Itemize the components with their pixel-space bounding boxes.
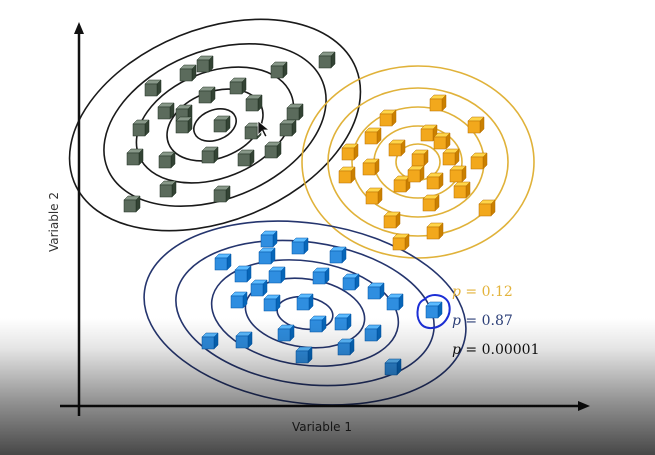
orange-cube: [470, 152, 488, 170]
probability-label-green: p = 0.00001: [452, 342, 540, 358]
green-cube: [237, 149, 255, 167]
p-symbol: p: [452, 313, 461, 329]
probability-value: = 0.12: [461, 284, 513, 300]
blue-cube: [263, 294, 281, 312]
orange-cube: [392, 233, 410, 251]
blue-cube: [296, 293, 314, 311]
blue-cube: [364, 324, 382, 342]
orange-cube: [383, 211, 401, 229]
p-symbol: p: [452, 342, 461, 358]
blue-cube: [234, 265, 252, 283]
orange-cube: [362, 158, 380, 176]
orange-cube: [426, 222, 444, 240]
green-contour-ring: [68, 18, 362, 232]
blue-cube: [235, 331, 253, 349]
green-cube: [264, 141, 282, 159]
contour-rings: [68, 18, 535, 406]
green-cube: [198, 86, 216, 104]
blue-cube: [329, 246, 347, 264]
green-cube: [201, 146, 219, 164]
new-point-cube: [425, 301, 443, 319]
orange-cube: [411, 149, 429, 167]
orange-cube: [453, 181, 471, 199]
green-contour-ring: [103, 42, 327, 208]
orange-cube: [379, 109, 397, 127]
green-cube: [279, 119, 297, 137]
blue-cube: [309, 315, 327, 333]
orange-cube: [364, 127, 382, 145]
x-axis-label: Variable 1: [292, 420, 352, 434]
green-cube: [157, 102, 175, 120]
blue-cube: [312, 267, 330, 285]
green-contour-ring: [193, 108, 237, 142]
blue-cube: [386, 293, 404, 311]
x-axis-arrowhead: [578, 401, 590, 411]
orange-cube: [429, 94, 447, 112]
orange-cube: [449, 165, 467, 183]
green-cube: [213, 115, 231, 133]
green-cube: [245, 94, 263, 112]
green-cube: [144, 79, 162, 97]
probability-label-blue: p = 0.87: [452, 313, 513, 329]
blue-cube: [337, 338, 355, 356]
p-symbol: p: [452, 284, 461, 300]
green-cube: [175, 116, 193, 134]
blue-cube: [342, 273, 360, 291]
orange-contour-ring: [327, 87, 509, 237]
orange-cube: [442, 148, 460, 166]
green-cube: [229, 77, 247, 95]
orange-cube: [478, 199, 496, 217]
blue-cube: [214, 253, 232, 271]
green-cube: [159, 180, 177, 198]
blue-cube: [334, 313, 352, 331]
orange-cube: [365, 187, 383, 205]
orange-contour-ring: [301, 65, 535, 259]
green-cube: [123, 195, 141, 213]
orange-cube: [338, 166, 356, 184]
blue-cube: [258, 247, 276, 265]
orange-cube: [341, 143, 359, 161]
blue-cube: [260, 230, 278, 248]
data-cubes: [123, 51, 496, 376]
orange-cube: [422, 194, 440, 212]
mouse-cursor-icon: [257, 120, 271, 138]
green-cube: [318, 51, 336, 69]
orange-cube: [393, 175, 411, 193]
probability-value: = 0.00001: [461, 342, 540, 358]
orange-cube: [426, 172, 444, 190]
blue-cube: [291, 237, 309, 255]
blue-cube: [277, 324, 295, 342]
blue-cube: [230, 291, 248, 309]
probability-value: = 0.87: [461, 313, 513, 329]
y-axis-label: Variable 2: [47, 192, 61, 252]
green-cube: [213, 185, 231, 203]
orange-cube: [467, 116, 485, 134]
orange-cube: [433, 132, 451, 150]
probability-label-orange: p = 0.12: [452, 284, 513, 300]
blue-cube: [384, 358, 402, 376]
green-cube: [270, 61, 288, 79]
green-cube: [286, 103, 304, 121]
green-cube: [132, 119, 150, 137]
orange-cube: [388, 139, 406, 157]
blue-cube: [367, 282, 385, 300]
blue-cube: [268, 266, 286, 284]
blue-cube: [250, 279, 268, 297]
y-axis-arrowhead: [74, 22, 84, 34]
orange-cube: [407, 165, 425, 183]
green-cube: [126, 148, 144, 166]
green-cube: [196, 55, 214, 73]
blue-cube: [295, 346, 313, 364]
blue-cube: [201, 332, 219, 350]
green-cube: [158, 151, 176, 169]
green-cube: [179, 64, 197, 82]
